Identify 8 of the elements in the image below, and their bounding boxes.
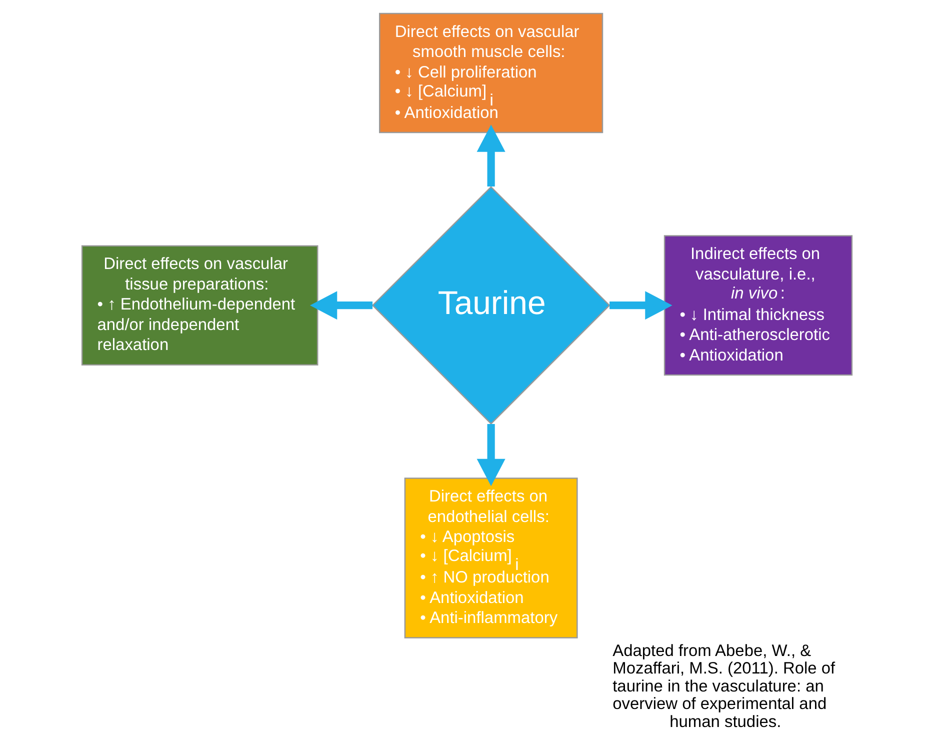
caption: Adapted from Abebe, W., & Mozaffari, M.S. (2011). Role of taurine in the vasculature: an overview of experimental and human studies. [612,642,836,731]
node-box: Indirect effects on vasculature, i.e., in vivo: • ↓ Intimal thickness • Anti-atherosclerotic • Antioxidation [664,235,853,376]
arrow [476,424,506,486]
arrow [310,291,373,320]
arrow [476,124,506,187]
node-diamond: Taurine [372,186,610,425]
arrow [610,291,672,320]
node-box: Direct effects on vascular tissue preparations: • ↑ Endothelium-dependent and/or independent relaxation [81,245,318,366]
